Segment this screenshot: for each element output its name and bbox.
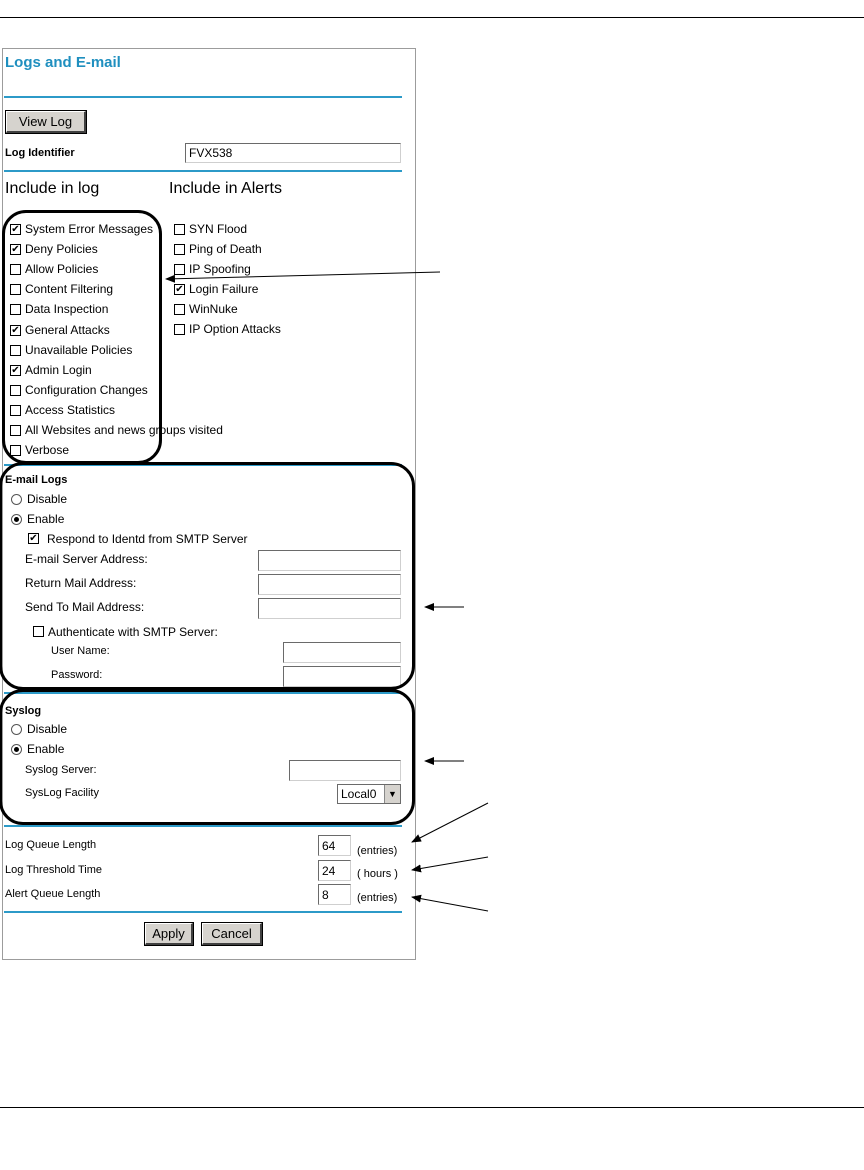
syslog-enable-radio[interactable] — [11, 744, 22, 755]
respond-identd-checkbox[interactable]: ✔ — [28, 533, 39, 544]
include-log-item-label: All Websites and news groups visited — [25, 423, 223, 437]
include-alert-item-checkbox[interactable] — [174, 224, 185, 235]
syslog-facility-select[interactable]: Local0 ▼ — [337, 784, 401, 804]
syslog-callout-ring — [0, 689, 415, 825]
include-log-item-checkbox[interactable]: ✔ — [10, 324, 21, 336]
view-log-button[interactable]: View Log — [6, 111, 86, 133]
include-alert-item-checkbox[interactable]: ✔ — [174, 284, 185, 295]
include-alert-item-label: Ping of Death — [189, 242, 262, 256]
title-divider — [4, 96, 402, 98]
respond-identd-label: Respond to Identd from SMTP Server — [47, 532, 248, 546]
authenticate-smtp-label: Authenticate with SMTP Server: — [48, 625, 218, 639]
include-alert-item-label: WinNuke — [189, 302, 238, 316]
syslog-disable-radio[interactable] — [11, 724, 22, 735]
include-in-alerts-header: Include in Alerts — [169, 180, 282, 197]
alert-queue-input[interactable] — [318, 884, 351, 905]
include-log-item-checkbox[interactable] — [10, 404, 21, 416]
log-identifier-label: Log Identifier — [5, 147, 75, 159]
include-alert-item-checkbox[interactable] — [174, 324, 185, 335]
include-log-item-checkbox[interactable] — [10, 344, 21, 356]
email-disable-radio[interactable] — [11, 494, 22, 505]
include-log-item-label: Access Statistics — [25, 402, 116, 417]
include-log-item-label: Allow Policies — [25, 262, 99, 277]
include-log-item-label: Data Inspection — [25, 302, 109, 317]
log-threshold-label: Log Threshold Time — [5, 864, 103, 876]
page-bottom-rule — [0, 1107, 864, 1108]
alert-queue-label: Alert Queue Length — [5, 888, 101, 900]
callout-arrow-alert-queue — [411, 894, 489, 912]
identifier-divider — [4, 170, 402, 172]
password-label: Password: — [51, 669, 103, 681]
syslog-enable-label: Enable — [27, 742, 65, 756]
username-label: User Name: — [51, 645, 110, 657]
include-in-log-header: Include in log — [5, 180, 100, 197]
include-alert-item-label: SYN Flood — [189, 222, 248, 236]
callout-arrow-log-queue — [411, 802, 489, 843]
callout-arrow-threshold — [411, 856, 489, 873]
page-title: Logs and E-mail — [5, 54, 121, 71]
cancel-button[interactable]: Cancel — [202, 923, 262, 945]
page-top-rule — [0, 17, 864, 18]
include-log-item-checkbox[interactable] — [10, 304, 21, 316]
include-log-item-label: Content Filtering — [25, 282, 114, 297]
log-queue-label: Log Queue Length — [5, 839, 97, 851]
return-mail-label: Return Mail Address: — [25, 576, 137, 590]
log-threshold-unit: ( hours ) — [357, 868, 398, 880]
apply-button[interactable]: Apply — [145, 923, 193, 945]
syslog-server-label: Syslog Server: — [25, 764, 97, 776]
include-log-item-checkbox[interactable] — [10, 264, 21, 276]
include-alert-item-label: IP Spoofing — [189, 262, 251, 276]
username-input[interactable] — [283, 642, 401, 663]
email-server-input[interactable] — [258, 550, 401, 571]
include-alert-item-checkbox[interactable] — [174, 264, 185, 275]
include-log-item-label: System Error Messages — [25, 222, 154, 236]
include-alert-item-label: Login Failure — [189, 282, 259, 296]
include-log-callout-ring — [2, 210, 162, 464]
syslog-divider — [4, 825, 402, 827]
include-alert-item-checkbox[interactable] — [174, 244, 185, 255]
include-log-item-checkbox[interactable] — [10, 425, 21, 436]
return-mail-input[interactable] — [258, 574, 401, 595]
syslog-server-input[interactable] — [289, 760, 401, 781]
email-callout-ring — [0, 462, 415, 690]
send-to-input[interactable] — [258, 598, 401, 619]
include-log-item-checkbox[interactable]: ✔ — [10, 244, 21, 256]
email-enable-label: Enable — [27, 512, 65, 526]
include-log-item-checkbox[interactable] — [10, 284, 21, 296]
logs-email-panel — [2, 48, 416, 960]
include-alert-item-label: IP Option Attacks — [189, 322, 281, 336]
include-log-item-label: General Attacks — [25, 322, 110, 337]
include-alert-item-checkbox[interactable] — [174, 304, 185, 315]
include-log-item-checkbox[interactable] — [10, 384, 21, 396]
password-input[interactable] — [283, 666, 401, 687]
syslog-disable-label: Disable — [27, 722, 68, 736]
email-divider — [4, 692, 402, 694]
send-to-label: Send To Mail Address: — [25, 600, 145, 614]
chevron-down-icon[interactable]: ▼ — [384, 785, 400, 803]
log-queue-input[interactable] — [318, 835, 351, 856]
log-queue-unit: (entries) — [357, 845, 398, 857]
log-identifier-input[interactable] — [185, 143, 401, 163]
include-log-item-checkbox[interactable]: ✔ — [10, 364, 21, 376]
include-log-item-label: Unavailable Policies — [25, 342, 133, 357]
email-disable-label: Disable — [27, 492, 68, 506]
syslog-facility-label: SysLog Facility — [25, 787, 99, 799]
include-log-item-label: Configuration Changes — [25, 382, 148, 397]
include-log-item-label: Verbose — [25, 443, 70, 458]
include-log-item-label: Deny Policies — [25, 242, 98, 257]
email-enable-radio[interactable] — [11, 514, 22, 525]
syslog-facility-value: Local0 — [341, 787, 377, 801]
authenticate-smtp-checkbox[interactable] — [33, 626, 44, 637]
email-server-label: E-mail Server Address: — [25, 552, 148, 566]
alert-queue-unit: (entries) — [357, 892, 398, 904]
include-log-item-label: Admin Login — [25, 362, 92, 377]
log-divider — [4, 464, 402, 466]
log-threshold-input[interactable] — [318, 860, 351, 881]
queue-divider — [4, 911, 402, 913]
